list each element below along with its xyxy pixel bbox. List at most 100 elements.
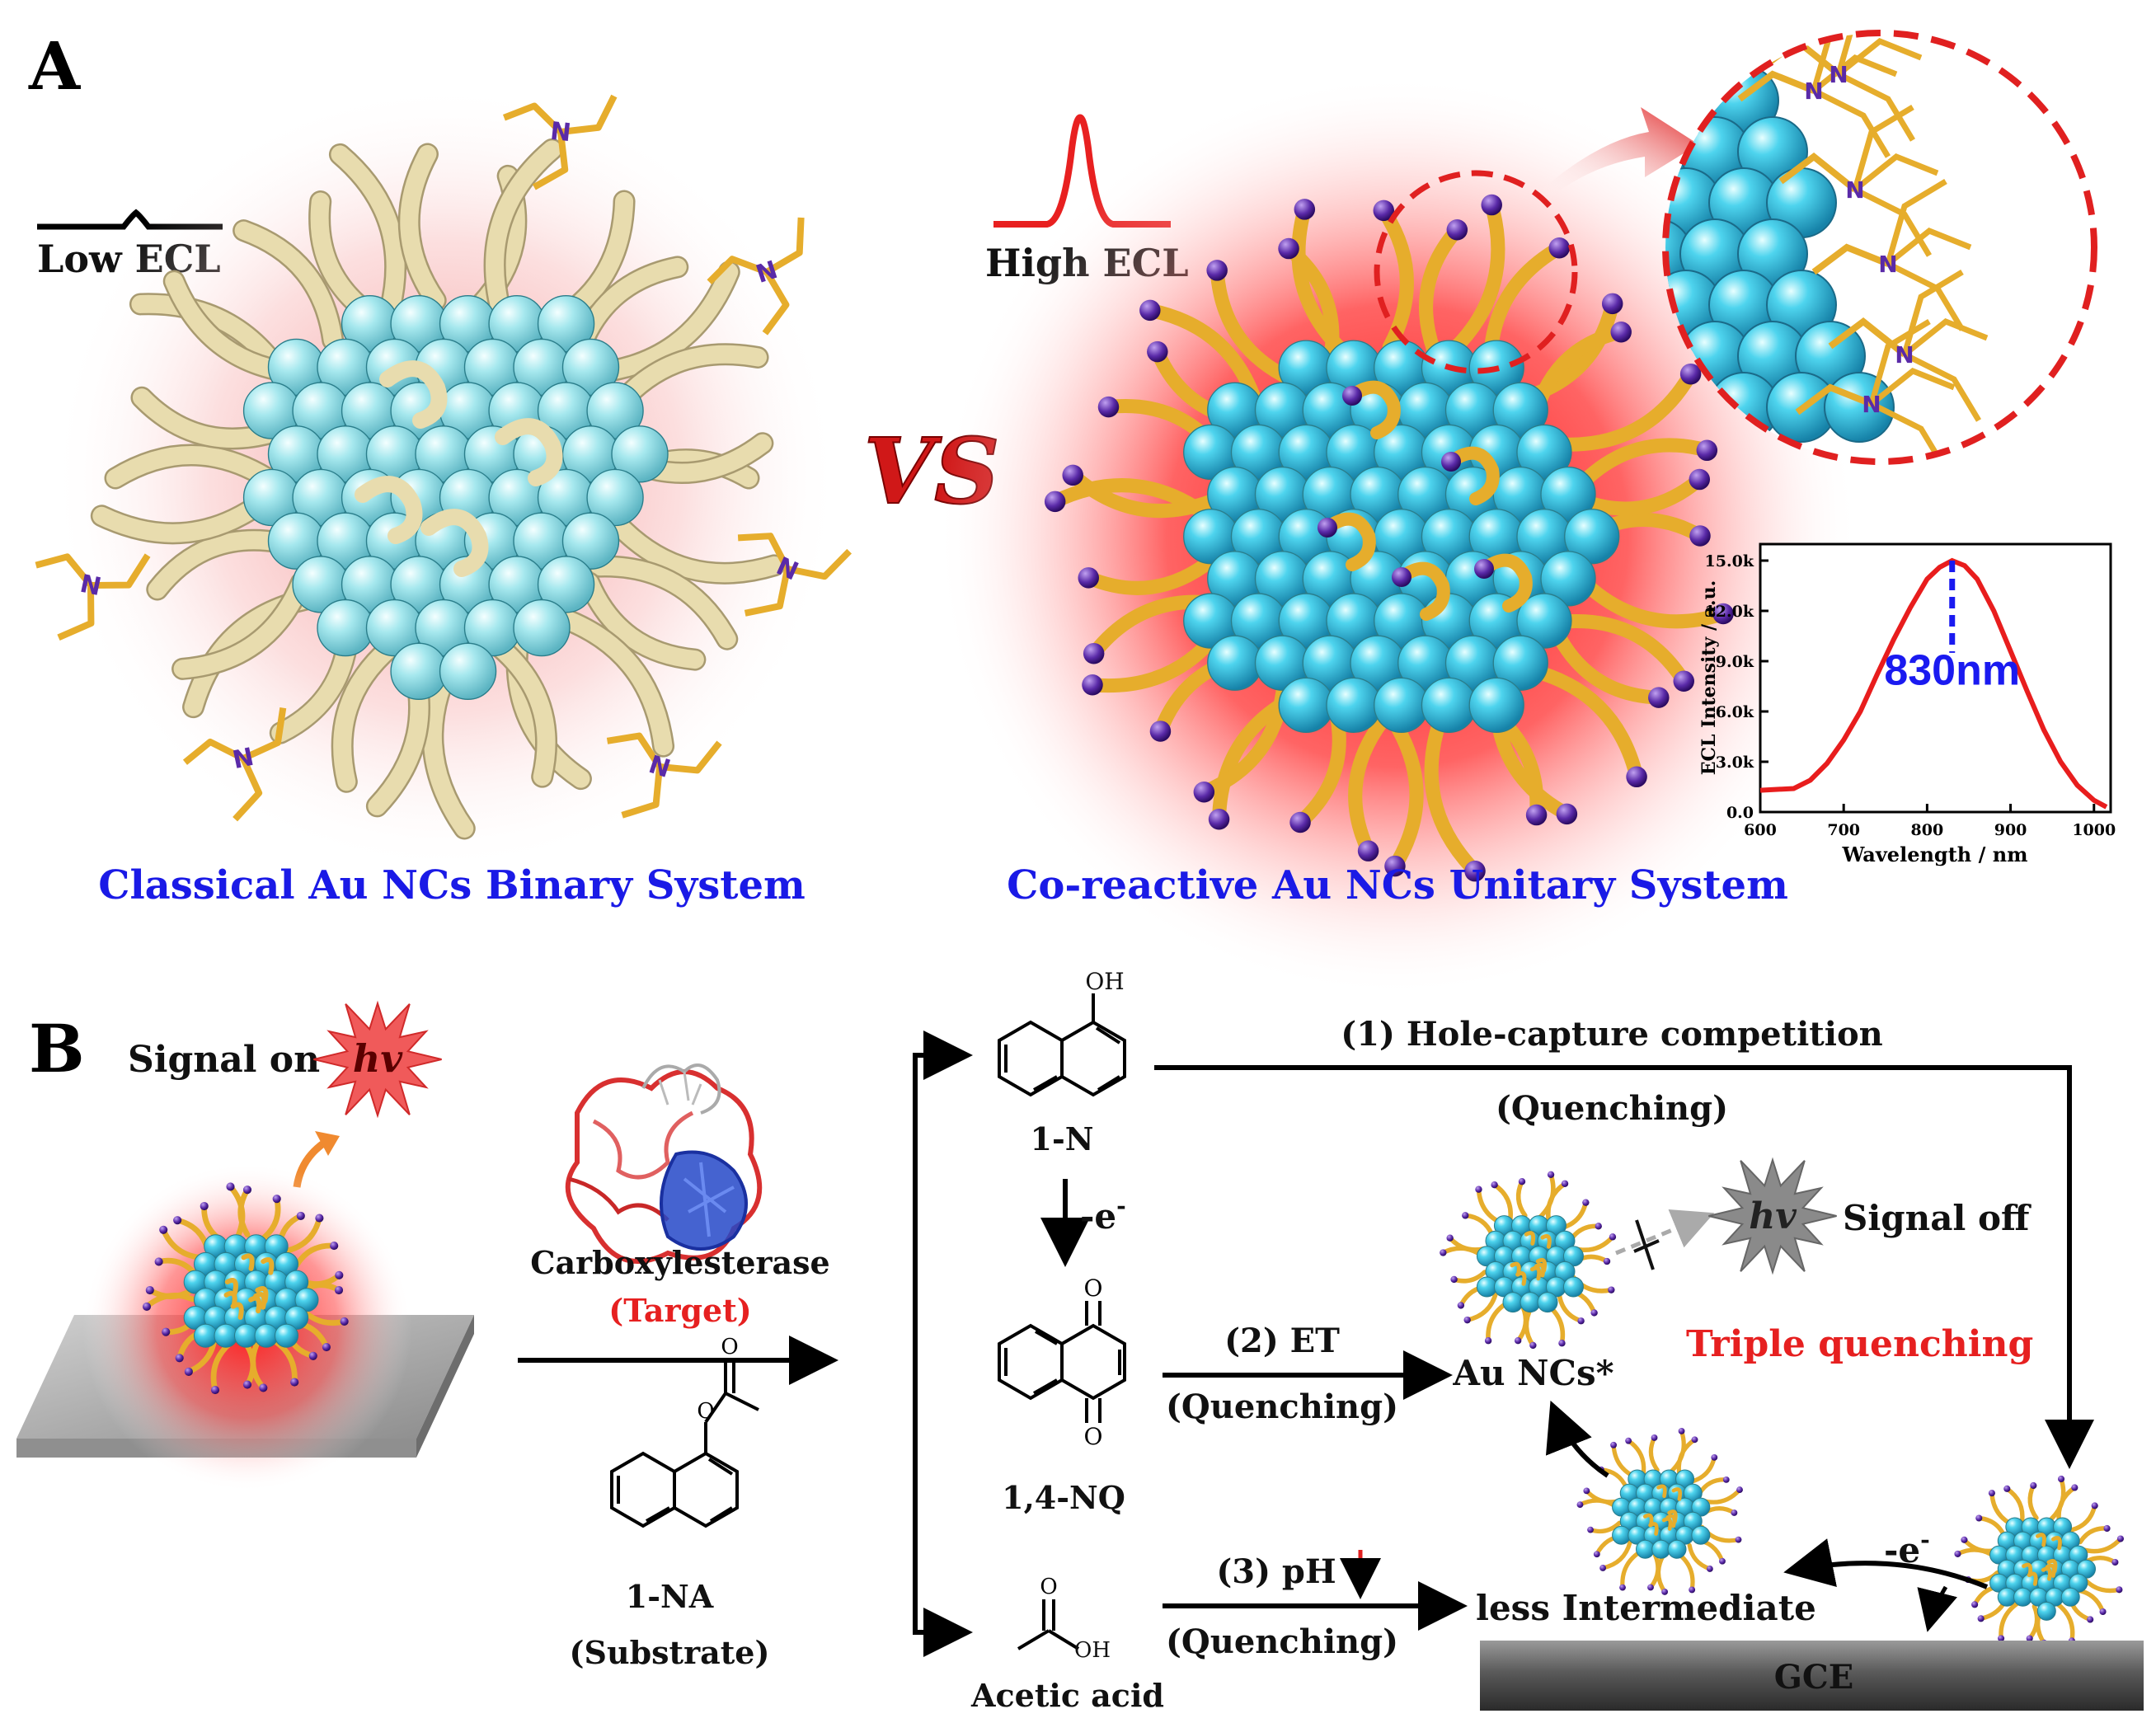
path3-quenching: (Quenching) bbox=[1166, 1622, 1398, 1661]
gold-atom bbox=[1562, 1276, 1584, 1298]
amine-bead bbox=[1648, 687, 1670, 708]
gold-atom bbox=[214, 1323, 238, 1348]
amine-bead bbox=[2111, 1558, 2119, 1566]
ligand-tail bbox=[248, 1295, 262, 1314]
y-tick-label: 15.0k bbox=[1705, 552, 1754, 570]
ligand-tail bbox=[148, 531, 289, 599]
amine-bead bbox=[2003, 1485, 2011, 1492]
gold-atom bbox=[1516, 424, 1572, 481]
amine-bead bbox=[1661, 1588, 1669, 1595]
amine-bead bbox=[1954, 1550, 1961, 1557]
amine-bead bbox=[1547, 1171, 1555, 1178]
ligand-tail bbox=[1557, 1293, 1584, 1324]
x-tick-label: 600 bbox=[1744, 821, 1777, 839]
ligand-tail bbox=[491, 638, 556, 786]
ligand-tail bbox=[1515, 1304, 1529, 1343]
amine-bead bbox=[1610, 1441, 1617, 1448]
amine-bead bbox=[1463, 1316, 1471, 1324]
ligand-tail bbox=[1545, 1181, 1567, 1223]
ligand-tail bbox=[1689, 1455, 1717, 1484]
amine-bead bbox=[1441, 452, 1461, 472]
acetic-o: O bbox=[1040, 1575, 1057, 1599]
ligand-tail bbox=[261, 1257, 275, 1275]
gold-atom bbox=[2013, 1587, 2032, 1607]
naphthol-oh: OH bbox=[1085, 968, 1124, 995]
ligand-tail bbox=[1395, 561, 1450, 621]
ligand-tail bbox=[331, 145, 405, 318]
gold-atom bbox=[194, 1323, 218, 1348]
amine-bead bbox=[1603, 1257, 1611, 1265]
gold-atom bbox=[1278, 677, 1334, 734]
ligand-tail bbox=[2051, 1536, 2062, 1551]
svg-text:N: N bbox=[1804, 77, 1823, 105]
ligand-tail bbox=[1700, 1487, 1742, 1505]
gold-atom bbox=[294, 1288, 319, 1312]
amine-bead bbox=[1556, 803, 1578, 825]
amine-bead bbox=[1193, 781, 1215, 803]
ligand-tail bbox=[1065, 467, 1219, 519]
ligand-tail bbox=[1424, 713, 1482, 879]
gold-atom bbox=[561, 338, 620, 397]
ligand-tail bbox=[608, 514, 783, 583]
gold-atom bbox=[2036, 1601, 2056, 1621]
amine-bead bbox=[1731, 1509, 1738, 1516]
amine-bead bbox=[1610, 322, 1632, 343]
oxidation-to-intermediate-arrow bbox=[1783, 1538, 1989, 1589]
y-tick-label: 0.0 bbox=[1726, 804, 1754, 822]
amine-bead bbox=[1706, 1566, 1713, 1572]
ligand-tail bbox=[1642, 1513, 1654, 1528]
ligand-tail bbox=[2081, 1536, 2123, 1554]
path1-arrow bbox=[1154, 1065, 2094, 1469]
amine-bead bbox=[1294, 199, 1316, 220]
ligand-tail bbox=[2078, 1526, 2110, 1545]
amine-bead bbox=[142, 1302, 152, 1311]
amine-bead bbox=[1491, 1181, 1498, 1189]
amine-bead bbox=[1484, 1337, 1492, 1345]
amine-bead bbox=[1474, 559, 1494, 579]
amine-bead bbox=[334, 1285, 344, 1295]
amine-bead bbox=[290, 1378, 299, 1387]
amine-bead bbox=[175, 1354, 184, 1363]
amine-bead bbox=[1097, 396, 1120, 418]
amine-bead bbox=[1558, 1340, 1566, 1347]
gold-atom bbox=[1468, 677, 1524, 734]
amine-bead bbox=[1044, 491, 1066, 513]
ligand-tail bbox=[2022, 1562, 2033, 1577]
amine-bead bbox=[159, 1225, 168, 1234]
amine-bead bbox=[2026, 1635, 2033, 1642]
au-nanocluster-unitary bbox=[1183, 340, 1620, 734]
ligand-tail bbox=[1515, 1179, 1528, 1218]
ligand-tail bbox=[1576, 472, 1707, 516]
svg-text:N: N bbox=[549, 117, 573, 148]
amine-bead bbox=[1998, 1635, 2005, 1642]
amine-bead bbox=[242, 1185, 252, 1195]
acetic-label: Acetic acid bbox=[970, 1677, 1164, 1714]
gold-atom bbox=[2060, 1587, 2080, 1607]
ligand-tail bbox=[333, 638, 400, 791]
path2-quenching: (Quenching) bbox=[1166, 1387, 1398, 1426]
panel-label-b: B bbox=[29, 1010, 85, 1087]
amine-bead bbox=[1083, 642, 1105, 664]
gold-atom bbox=[275, 1323, 298, 1348]
enzyme-label: Carboxylesterase bbox=[530, 1244, 830, 1281]
x-tick-label: 800 bbox=[1911, 821, 1944, 839]
gold-atom bbox=[1326, 677, 1382, 734]
gold-atom bbox=[561, 512, 620, 570]
amine-bead bbox=[1587, 1526, 1594, 1533]
ligand-tail bbox=[2055, 1601, 2075, 1643]
amine-bead bbox=[315, 1214, 324, 1223]
gold-atom bbox=[537, 556, 595, 613]
ligand-tail bbox=[1348, 717, 1388, 858]
amine-bead bbox=[1722, 1476, 1730, 1483]
gold-atom bbox=[1612, 1525, 1632, 1545]
amine-bead bbox=[1975, 1514, 1983, 1522]
spectrum-line bbox=[1759, 557, 2108, 810]
gold-atom bbox=[1516, 593, 1572, 649]
gold-atom bbox=[1520, 1292, 1541, 1313]
ligand-tail bbox=[1572, 438, 1714, 493]
ligand-tail bbox=[1529, 1265, 1542, 1281]
ligand-tail bbox=[1464, 1290, 1499, 1322]
amine-bead bbox=[210, 1386, 220, 1395]
y-tick-label: 9.0k bbox=[1716, 653, 1754, 671]
gold-atom bbox=[1667, 1539, 1687, 1559]
